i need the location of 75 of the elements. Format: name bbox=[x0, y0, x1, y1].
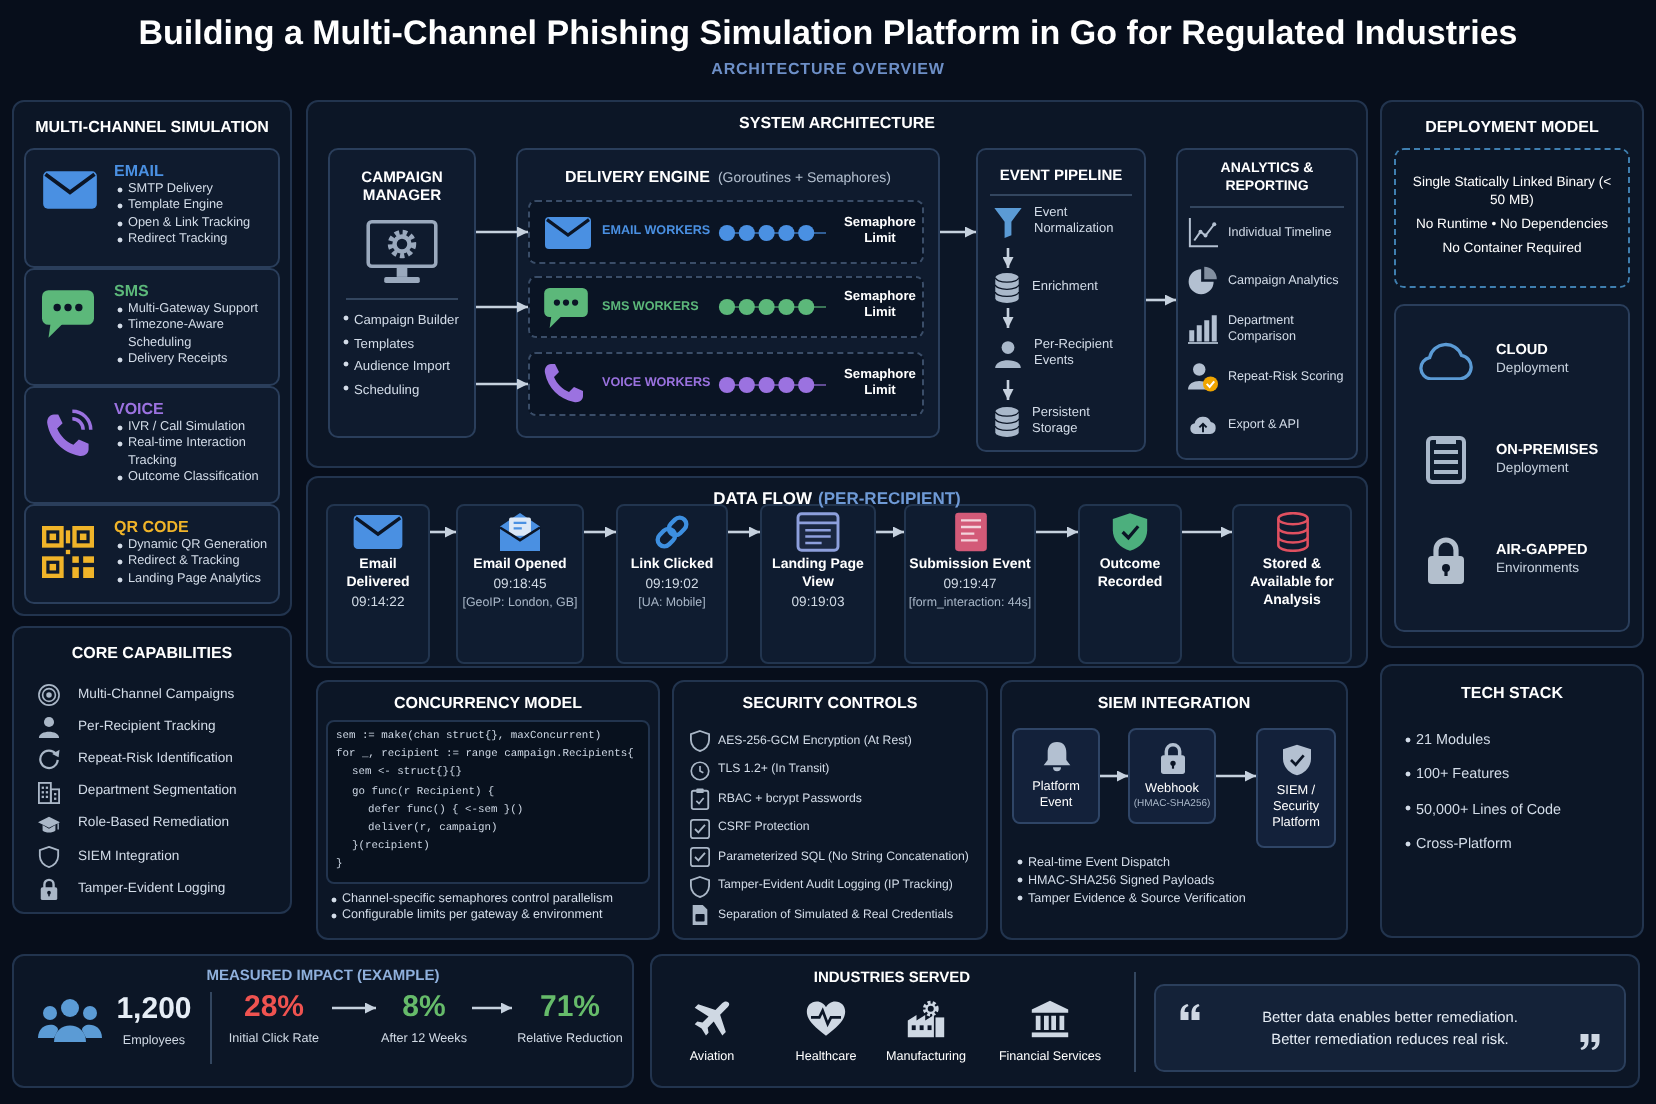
channel-card bbox=[24, 148, 280, 268]
worker-lane bbox=[528, 352, 924, 416]
integration-step-card bbox=[1012, 728, 1100, 824]
metric-value: 28% bbox=[243, 992, 305, 1024]
flow-step-card bbox=[760, 504, 876, 664]
panel-heading: SIEM INTEGRATION bbox=[1097, 694, 1251, 714]
quote-panel bbox=[1154, 984, 1626, 1072]
metric-value: 1,200 bbox=[116, 994, 192, 1026]
flow-step-card bbox=[1232, 504, 1352, 664]
section-panel bbox=[306, 476, 1368, 668]
panel-heading: DATA FLOW bbox=[713, 488, 813, 508]
panel-subheading: (PER-RECIPIENT) bbox=[818, 488, 961, 508]
flow-step-card bbox=[1078, 504, 1182, 664]
arrow bbox=[1100, 770, 1128, 782]
arrow bbox=[1002, 380, 1014, 400]
flow-step-card bbox=[456, 504, 584, 664]
page-title: Building a Multi-Channel Phishing Simulation Platform in Go for Regulated Industries bbox=[138, 12, 1518, 55]
arrow bbox=[1002, 248, 1014, 268]
channel-card bbox=[24, 268, 280, 386]
section-panel bbox=[12, 626, 292, 914]
integration-step-card bbox=[1256, 728, 1336, 848]
arrow bbox=[472, 1002, 512, 1014]
flow-step-card bbox=[326, 504, 430, 664]
panel-heading: DELIVERY ENGINE bbox=[564, 168, 710, 186]
flow-step-card bbox=[904, 504, 1036, 664]
arrow bbox=[1036, 526, 1078, 538]
arrow bbox=[476, 226, 528, 238]
code-block bbox=[326, 720, 650, 884]
panel-heading: SECURITY CONTROLS bbox=[742, 694, 918, 714]
section-panel bbox=[12, 954, 634, 1088]
arrow bbox=[584, 526, 616, 538]
section-panel bbox=[1380, 100, 1644, 648]
arrow bbox=[332, 1002, 376, 1014]
arrow bbox=[1182, 526, 1232, 538]
arrow bbox=[476, 378, 528, 390]
metric-value: 71% bbox=[539, 992, 601, 1024]
component-panel bbox=[1176, 148, 1358, 460]
arrow bbox=[476, 301, 528, 313]
metric-value: 8% bbox=[402, 992, 446, 1024]
section-panel bbox=[1380, 664, 1644, 938]
arrow bbox=[430, 526, 456, 538]
panel-heading: TECH STACK bbox=[1461, 684, 1563, 704]
arrow bbox=[1216, 770, 1256, 782]
integration-step-card bbox=[1128, 728, 1216, 824]
component-panel bbox=[976, 148, 1146, 452]
section-panel bbox=[1000, 680, 1348, 940]
panel-heading: DEPLOYMENT MODEL bbox=[1425, 118, 1599, 138]
worker-lane bbox=[528, 276, 924, 338]
section-panel bbox=[306, 100, 1368, 468]
component-panel bbox=[516, 148, 940, 438]
section-panel bbox=[12, 100, 292, 616]
worker-lane bbox=[528, 200, 924, 264]
info-panel bbox=[1394, 148, 1630, 288]
arrow bbox=[1146, 294, 1176, 306]
panel-heading: CORE CAPABILITIES bbox=[71, 644, 233, 664]
channel-heading: QR CODE bbox=[114, 518, 189, 536]
panel-heading: MULTI-CHANNEL SIMULATION bbox=[35, 118, 269, 138]
arrow bbox=[1002, 308, 1014, 328]
arrow bbox=[876, 526, 904, 538]
panel-heading: SYSTEM ARCHITECTURE bbox=[739, 114, 935, 134]
page-subtitle: ARCHITECTURE OVERVIEW bbox=[711, 60, 945, 80]
section-panel bbox=[316, 680, 660, 940]
arrow bbox=[940, 226, 976, 238]
deployment-options-panel bbox=[1394, 304, 1630, 632]
section-panel bbox=[650, 954, 1640, 1088]
flow-step-card bbox=[616, 504, 728, 664]
channel-card bbox=[24, 504, 280, 604]
arrow bbox=[728, 526, 760, 538]
channel-heading: EMAIL bbox=[114, 162, 164, 180]
channel-heading: SMS bbox=[114, 282, 149, 300]
panel-heading: CONCURRENCY MODEL bbox=[393, 694, 583, 714]
channel-heading: VOICE bbox=[114, 400, 164, 418]
section-panel bbox=[672, 680, 988, 940]
channel-card bbox=[24, 386, 280, 504]
component-panel bbox=[328, 148, 476, 438]
